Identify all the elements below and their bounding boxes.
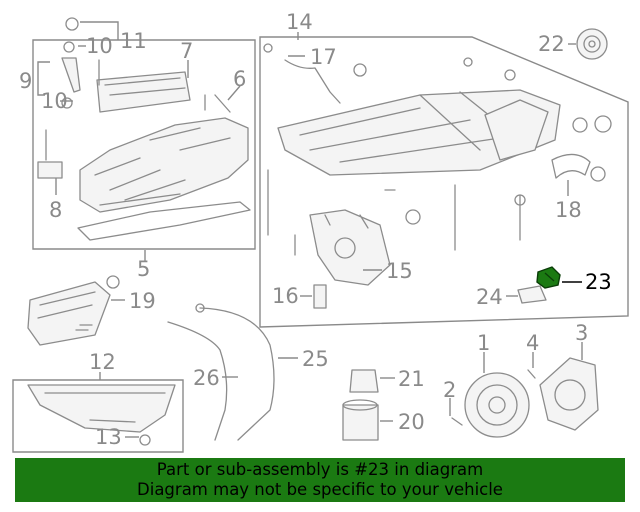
callout-26: 26: [193, 366, 220, 390]
callout-9: 9: [19, 69, 32, 93]
callout-15: 15: [386, 259, 413, 283]
banner-line-disclaimer: Diagram may not be specific to your vehi…: [137, 480, 503, 499]
callout-2: 2: [443, 378, 456, 402]
leader-lines: [37, 21, 583, 438]
part-info-banner: Part or sub-assembly is #23 in diagram D…: [15, 458, 625, 502]
callout-11: 11: [120, 29, 147, 53]
callout-4: 4: [526, 331, 539, 355]
leader-6: [227, 85, 241, 101]
callout-21: 21: [398, 367, 425, 391]
valve-cover-drawing: [37, 17, 251, 241]
callout-25: 25: [302, 347, 329, 371]
callout-16: 16: [272, 284, 299, 308]
callout-labels: 11 10 9 10 7 6 8 5 14 17 15 16 18 22 23 …: [19, 10, 612, 449]
callout-14: 14: [286, 10, 313, 34]
callout-24: 24: [476, 285, 503, 309]
sprocket-drawing: [576, 28, 608, 60]
oil-pan-drawing: [27, 384, 176, 446]
callout-18: 18: [555, 198, 582, 222]
oil-pan-group-frame: [12, 379, 184, 453]
callout-22: 22: [538, 32, 565, 56]
callout-10-bottom: 10: [41, 89, 68, 113]
callout-3: 3: [575, 321, 588, 345]
cover-drawing: [27, 275, 120, 346]
sensor-24-drawing: [517, 285, 547, 304]
callout-13: 13: [95, 425, 122, 449]
callout-8: 8: [49, 198, 62, 222]
callout-20: 20: [398, 410, 425, 434]
callout-10-top: 10: [86, 34, 113, 58]
callout-6: 6: [233, 67, 246, 91]
leader-9: [37, 61, 50, 96]
dipstick-drawing: [167, 303, 275, 441]
banner-line-part: Part or sub-assembly is #23 in diagram: [156, 460, 484, 479]
callout-23: 23: [585, 270, 612, 294]
oil-filter-drawing: [342, 369, 379, 441]
callout-5: 5: [137, 257, 150, 281]
callout-1: 1: [477, 331, 490, 355]
leader-11: [80, 21, 119, 40]
part-23-highlighted: [536, 266, 561, 289]
engine-block-group-frame: [259, 36, 629, 328]
callout-7: 7: [180, 39, 193, 63]
damper-drawing: [451, 357, 599, 438]
engine-block-drawing: [263, 43, 612, 256]
callout-12: 12: [89, 350, 116, 374]
oil-pump-drawing: [309, 209, 391, 309]
callout-17: 17: [310, 45, 337, 69]
callout-19: 19: [129, 289, 156, 313]
valve-cover-group-frame: [32, 39, 256, 250]
